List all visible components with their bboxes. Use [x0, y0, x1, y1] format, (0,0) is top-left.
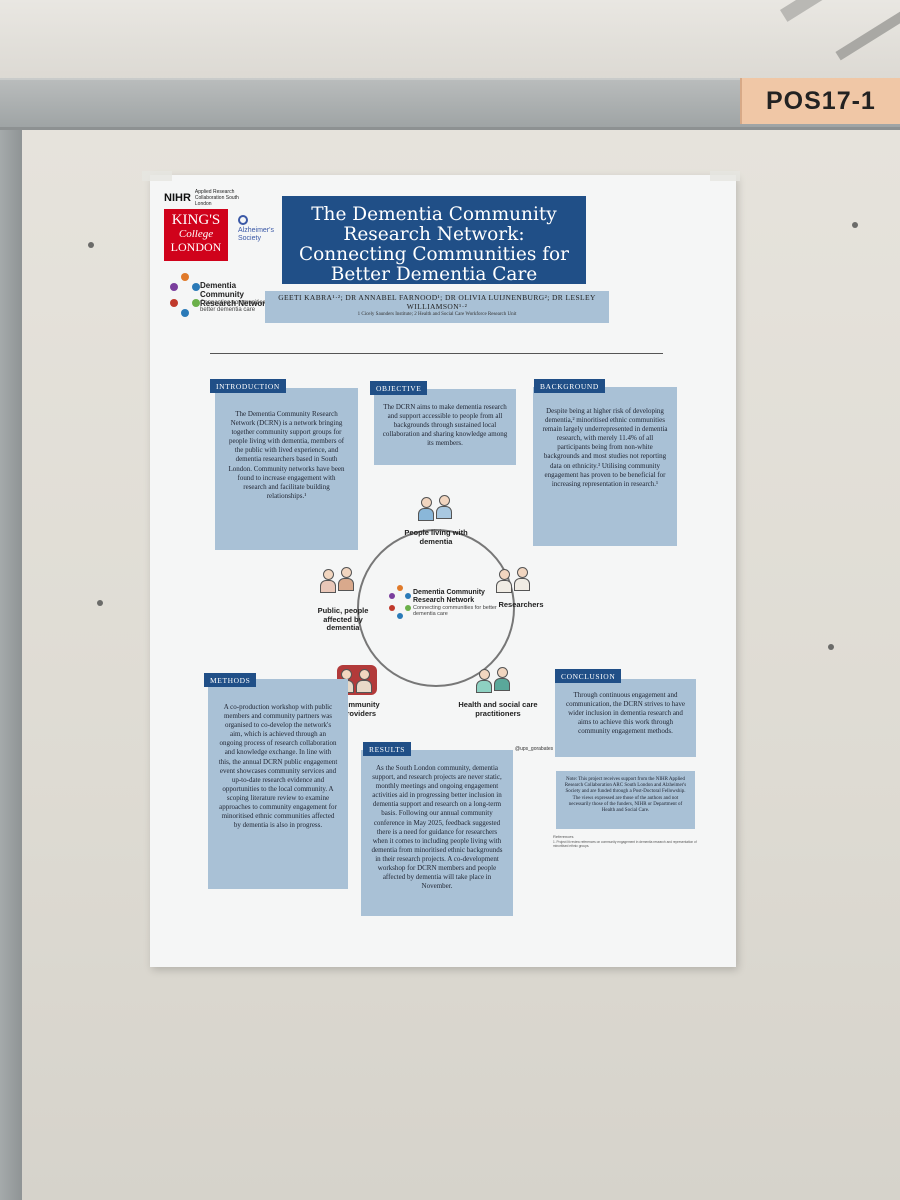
center-logo-tagline: Connecting communities for better dement…: [413, 605, 497, 617]
network-diagram: People living with dementia Researchers …: [315, 495, 575, 718]
board-pin: [852, 222, 858, 228]
methods-heading: METHODS: [204, 673, 257, 687]
node-public: Public, people affected by dementia: [317, 606, 369, 632]
authors-box: GEETI KABRA¹·²; DR ANNABEL FARNOOD¹; DR …: [265, 291, 609, 323]
board-label: POS17-1: [740, 78, 900, 124]
objective-text: The DCRN aims to make dementia research …: [382, 403, 508, 448]
conclusion-text: Through continuous engagement and commun…: [566, 691, 685, 736]
results-text: As the South London community, dementia …: [371, 764, 503, 891]
divider: [210, 353, 663, 354]
tape: [142, 171, 172, 181]
nihr-mark: NIHR: [164, 192, 191, 204]
nihr-subtitle: Applied Research Collaboration South Lon…: [194, 189, 239, 207]
authors: GEETI KABRA¹·²; DR ANNABEL FARNOOD¹; DR …: [278, 293, 596, 311]
ceiling-bracket: [760, 0, 900, 70]
funding-note: Note: This project receives support from…: [556, 771, 695, 829]
diagram-center-logo: Dementia Community Research Network Conn…: [387, 583, 497, 629]
poster-title: The Dementia Community Research Network:…: [282, 196, 586, 285]
methods-text: A co-production workshop with public mem…: [218, 703, 338, 830]
introduction-text: The Dementia Community Research Network …: [228, 410, 345, 500]
references-heading: References: [553, 834, 574, 839]
background-panel: Despite being at higher risk of developi…: [533, 387, 677, 546]
funding-note-text: Note: This project receives support from…: [564, 777, 687, 814]
dcrn-logo: Dementia Community Research Network Conn…: [168, 267, 278, 325]
node-researchers: Researchers: [498, 600, 544, 609]
node-health-social-care: Health and social care practitioners: [458, 700, 538, 718]
public-illustration: [319, 567, 359, 597]
people-living-illustration: [415, 495, 455, 525]
objective-panel: The DCRN aims to make dementia research …: [374, 389, 516, 465]
introduction-heading: INTRODUCTION: [210, 379, 286, 393]
board-pin: [828, 644, 834, 650]
dcrn-logo-tagline: Connecting communities for better dement…: [200, 300, 275, 313]
wall-background: [0, 0, 900, 80]
methods-panel: A co-production workshop with public mem…: [208, 679, 348, 889]
kcl-line-1: KING'S: [171, 212, 221, 228]
background-text: Despite being at higher risk of developi…: [542, 407, 668, 488]
kcl-line-2: College: [178, 228, 214, 240]
nihr-logo: NIHR Applied Research Collaboration Sout…: [164, 189, 255, 207]
references: References 1. Project lit review referen…: [553, 834, 703, 849]
introduction-panel: The Dementia Community Research Network …: [215, 388, 358, 550]
results-heading: RESULTS: [363, 742, 412, 756]
conclusion-heading: CONCLUSION: [555, 669, 622, 683]
board-pin: [97, 600, 103, 606]
alzheimers-icon: [238, 215, 248, 225]
references-text: 1. Project lit review references on comm…: [553, 840, 697, 848]
health-illustration: [475, 667, 515, 697]
alzheimers-society-logo: Alzheimer's Society: [238, 215, 284, 243]
tape: [710, 171, 740, 181]
poster: NIHR Applied Research Collaboration Sout…: [142, 171, 740, 967]
affiliations: 1 Cicely Saunders Institute; 2 Health an…: [357, 312, 517, 317]
board-pin: [88, 242, 94, 248]
social-handle: @ups_gorabates: [515, 746, 554, 752]
background-heading: BACKGROUND: [534, 379, 605, 393]
center-logo-name: Dementia Community Research Network: [413, 589, 485, 604]
network-circle: [357, 529, 515, 687]
researchers-illustration: [495, 567, 535, 597]
node-people-living: People living with dementia: [404, 528, 468, 546]
board-frame-left: [0, 130, 22, 1200]
conclusion-panel: Through continuous engagement and commun…: [555, 679, 696, 757]
results-panel: As the South London community, dementia …: [361, 750, 513, 916]
kings-college-logo: KING'S College LONDON: [164, 209, 228, 261]
kcl-line-3: LONDON: [170, 240, 222, 254]
dcrn-logo-name: Dementia Community Research Network: [200, 281, 270, 308]
node-community-providers: Community providers: [338, 700, 380, 718]
objective-heading: OBJECTIVE: [370, 381, 428, 395]
alzheimers-text: Alzheimer's Society: [238, 227, 274, 242]
people-ring-icon: [168, 273, 202, 317]
